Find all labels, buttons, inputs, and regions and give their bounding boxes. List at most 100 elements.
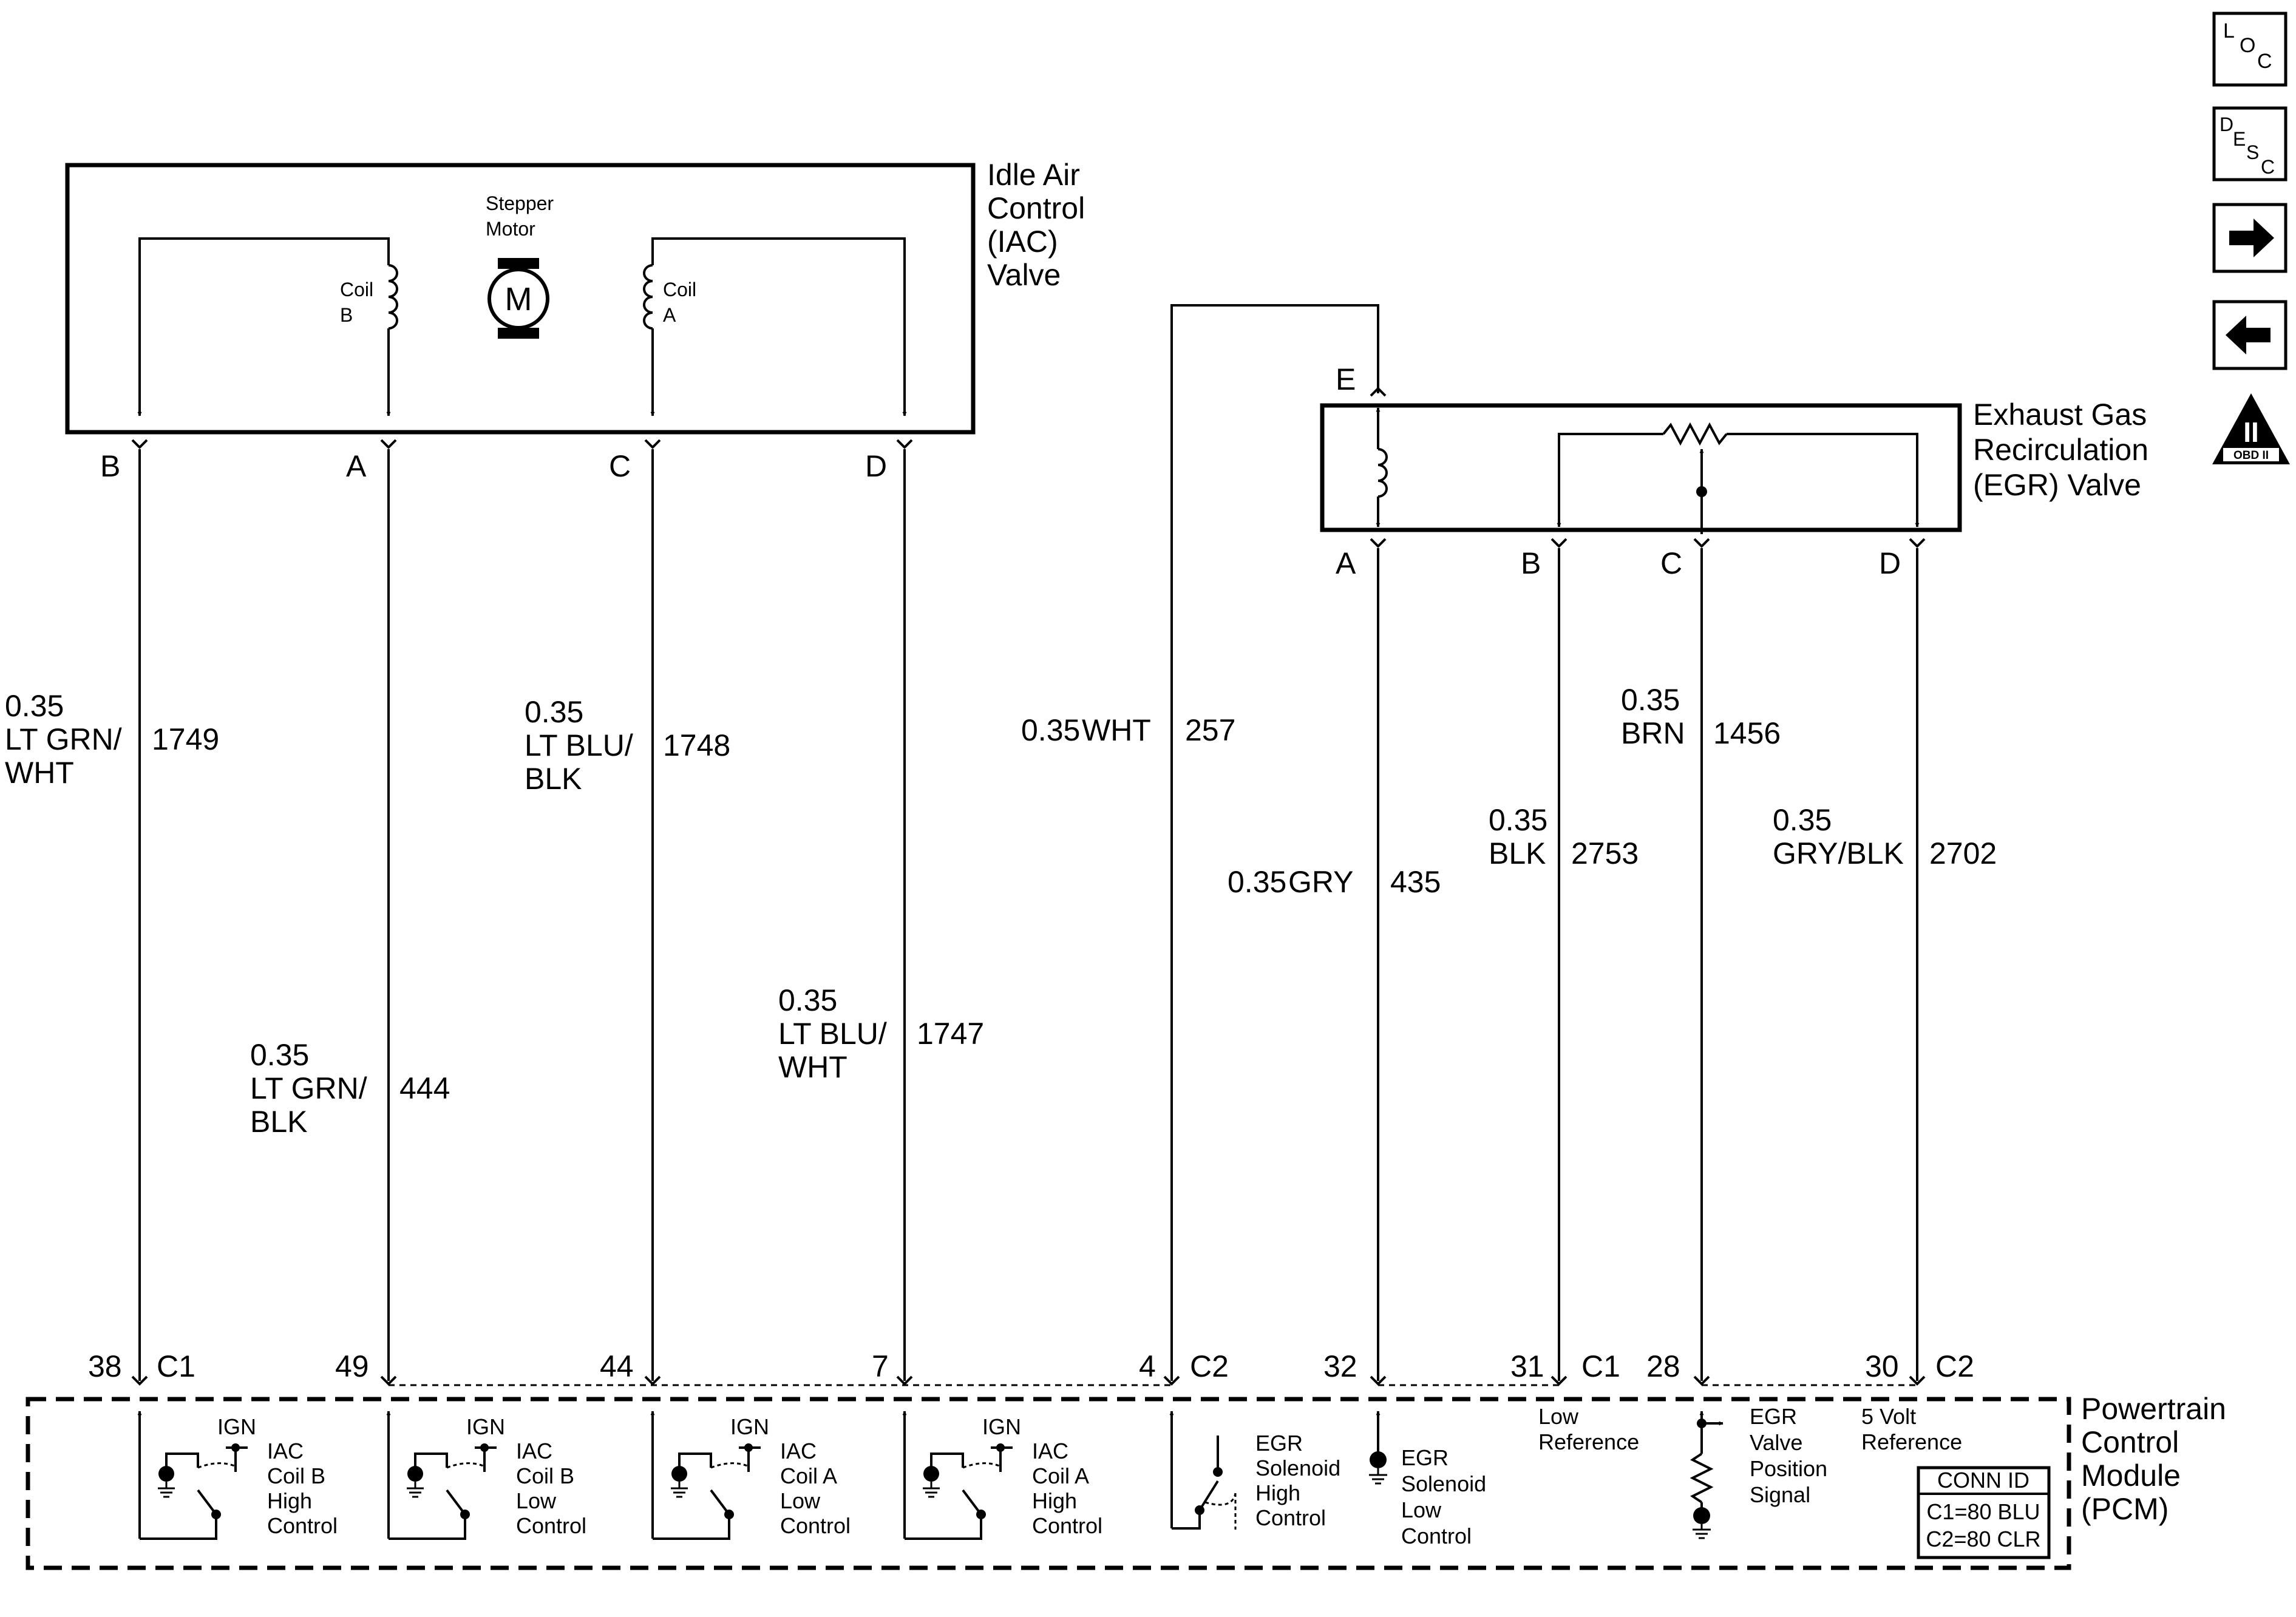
- egr-position-label: Signal: [1750, 1482, 1810, 1507]
- driver-label: Control: [516, 1513, 586, 1538]
- wire-color: LT BLU/: [525, 728, 633, 762]
- driver-label: Control: [780, 1513, 851, 1538]
- egr-title-line: (EGR) Valve: [1973, 468, 2141, 502]
- pcm-connector-id: C1: [157, 1349, 195, 1383]
- ign-label: IGN: [730, 1414, 769, 1439]
- coil-a-label: Coil: [663, 279, 696, 300]
- iac-valve: Idle Air Control (IAC) Valve Coil B Coil…: [65, 158, 1085, 483]
- wire-color: WHT: [1082, 713, 1151, 747]
- pcm-box: [25, 1397, 2071, 1570]
- pcm-connector: 38 C1 49 44 7 4 C2 32 31 C1 28 30 C2: [88, 1349, 1974, 1386]
- low-reference-label: Reference: [1538, 1429, 1639, 1454]
- iac-pin-label: D: [865, 449, 887, 483]
- egr-low-label: Control: [1401, 1524, 1472, 1548]
- svg-text:OBD II: OBD II: [2233, 449, 2269, 462]
- wire-gauge: 0.35: [250, 1038, 309, 1072]
- egr-valve-box: [1320, 403, 1962, 532]
- pcm-connector-id: C2: [1935, 1349, 1974, 1383]
- iac-pin-label: B: [100, 449, 120, 483]
- iac-driver-coil-b-low: IGN IAC Coil B Low Control: [386, 1411, 586, 1540]
- egr-title-line: Recirculation: [1973, 433, 2148, 467]
- pcm-pin-number: 44: [600, 1349, 634, 1383]
- stepper-motor-icon: M: [487, 258, 549, 339]
- wire-color: BLK: [250, 1105, 308, 1139]
- coil-b-label: B: [340, 304, 353, 326]
- svg-text:M: M: [505, 281, 532, 317]
- wire-color: WHT: [778, 1050, 847, 1084]
- pcm-pin-number: 30: [1865, 1349, 1899, 1383]
- stepper-motor-label: Motor: [486, 218, 535, 240]
- egr-solenoid-low-driver: EGR Solenoid Low Control: [1369, 1411, 1486, 1548]
- driver-label: IAC: [780, 1439, 817, 1463]
- wire-color: BLK: [1489, 836, 1546, 870]
- driver-label: High: [267, 1488, 312, 1513]
- egr-valve: Exhaust Gas Recirculation (EGR) Valve E …: [1320, 362, 2148, 580]
- egr-position-input: EGR Valve Position Signal: [1690, 1404, 1827, 1539]
- obd-ii-icon[interactable]: II OBD II: [2212, 393, 2290, 464]
- pcm-title-line: (PCM): [2081, 1492, 2169, 1526]
- wire-gauge: 0.35: [5, 689, 64, 723]
- pcm-pin-number: 31: [1510, 1349, 1544, 1383]
- egr-position-label: Position: [1750, 1456, 1827, 1481]
- driver-label: Control: [267, 1513, 338, 1538]
- wire-color: LT BLU/: [778, 1017, 887, 1051]
- pcm-pin-number: 7: [872, 1349, 889, 1383]
- iac-title-line: (IAC): [987, 225, 1058, 259]
- wire-circuit: 257: [1185, 713, 1235, 747]
- egr-high-label: Control: [1255, 1505, 1326, 1530]
- iac-connector: B A C D: [100, 439, 913, 483]
- svg-text:II: II: [2243, 416, 2259, 448]
- egr-solenoid-high-driver: EGR Solenoid High Control: [1169, 1411, 1340, 1530]
- wire-circuit: 1747: [917, 1017, 984, 1051]
- pcm-connector-id: C1: [1581, 1349, 1620, 1383]
- nav-toolbar: L O C D E S C II OBD II: [2212, 12, 2290, 464]
- egr-pin-label: E: [1336, 362, 1356, 396]
- wire-gauge: 0.35: [1021, 713, 1080, 747]
- egr-potentiometer-icon: [1662, 422, 1728, 446]
- svg-text:O: O: [2240, 34, 2255, 57]
- pcm-connector-id: C2: [1190, 1349, 1229, 1383]
- iac-valve-box: [65, 163, 976, 435]
- driver-label: Control: [1032, 1513, 1102, 1538]
- egr-title-line: Exhaust Gas: [1973, 398, 2147, 432]
- driver-label: High: [1032, 1488, 1077, 1513]
- coil-b-icon: [388, 264, 398, 330]
- egr-pin-label: C: [1660, 546, 1682, 580]
- five-volt-reference-label: Reference: [1861, 1429, 1962, 1454]
- coil-a-label: A: [663, 304, 676, 326]
- egr-position-label: EGR: [1750, 1404, 1797, 1429]
- driver-label: Coil A: [1032, 1463, 1089, 1488]
- iac-pin-label: A: [346, 449, 367, 483]
- egr-pin-label: A: [1336, 546, 1356, 580]
- pcm-title-line: Powertrain: [2081, 1392, 2226, 1426]
- egr-low-label: Low: [1401, 1497, 1442, 1522]
- wire-color: WHT: [5, 756, 74, 790]
- svg-text:C: C: [2257, 50, 2272, 73]
- previous-arrow-icon[interactable]: [2212, 300, 2288, 370]
- wire-gauge: 0.35: [1773, 803, 1832, 837]
- egr-high-label: High: [1255, 1480, 1300, 1505]
- wire-gauge: 0.35: [525, 695, 583, 729]
- wire-gauge: 0.35: [1489, 803, 1547, 837]
- stepper-motor-label: Stepper: [486, 192, 554, 214]
- iac-valve-title: Idle Air Control (IAC) Valve: [987, 158, 1085, 292]
- egr-high-label: Solenoid: [1255, 1456, 1340, 1480]
- iac-title-line: Valve: [987, 258, 1061, 292]
- ign-label: IGN: [217, 1414, 256, 1439]
- wire-gauge: 0.35: [778, 983, 837, 1017]
- wire-circuit: 1456: [1713, 716, 1781, 750]
- conn-id-title: CONN ID: [1937, 1468, 2029, 1493]
- driver-label: Coil B: [267, 1463, 325, 1488]
- svg-text:D: D: [2220, 114, 2233, 135]
- egr-high-label: EGR: [1255, 1431, 1303, 1456]
- location-icon[interactable]: L O C: [2212, 12, 2288, 87]
- wire-257: [1170, 304, 1379, 1381]
- wire-circuit: 2753: [1571, 836, 1639, 870]
- description-icon[interactable]: D E S C: [2212, 106, 2288, 181]
- pcm-pin-number: 4: [1139, 1349, 1156, 1383]
- wire-color: BRN: [1621, 716, 1685, 750]
- next-arrow-icon[interactable]: [2212, 203, 2288, 273]
- wire-circuit: 1749: [152, 722, 219, 756]
- iac-driver-coil-a-low: IGN IAC Coil A Low Control: [650, 1411, 851, 1540]
- coil-b-loop: [138, 237, 390, 416]
